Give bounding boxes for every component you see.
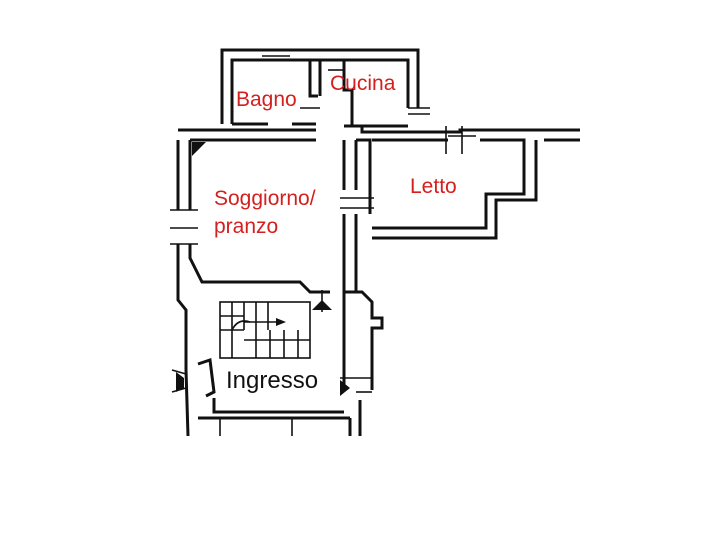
room-label-bagno: Bagno: [236, 88, 297, 111]
room-label-ingresso: Ingresso: [226, 367, 319, 394]
staircase: [219, 301, 311, 359]
room-label-soggiorno-line2: pranzo: [214, 215, 279, 238]
wall-letto: [356, 126, 580, 240]
room-label-cucina: Cucina: [330, 72, 396, 95]
wall-bagno-cucina-block: [220, 48, 430, 128]
room-label-soggiorno-line1: Soggiorno/: [214, 187, 316, 210]
room-label-letto: Letto: [410, 175, 457, 198]
wall-ingresso: [171, 238, 384, 437]
